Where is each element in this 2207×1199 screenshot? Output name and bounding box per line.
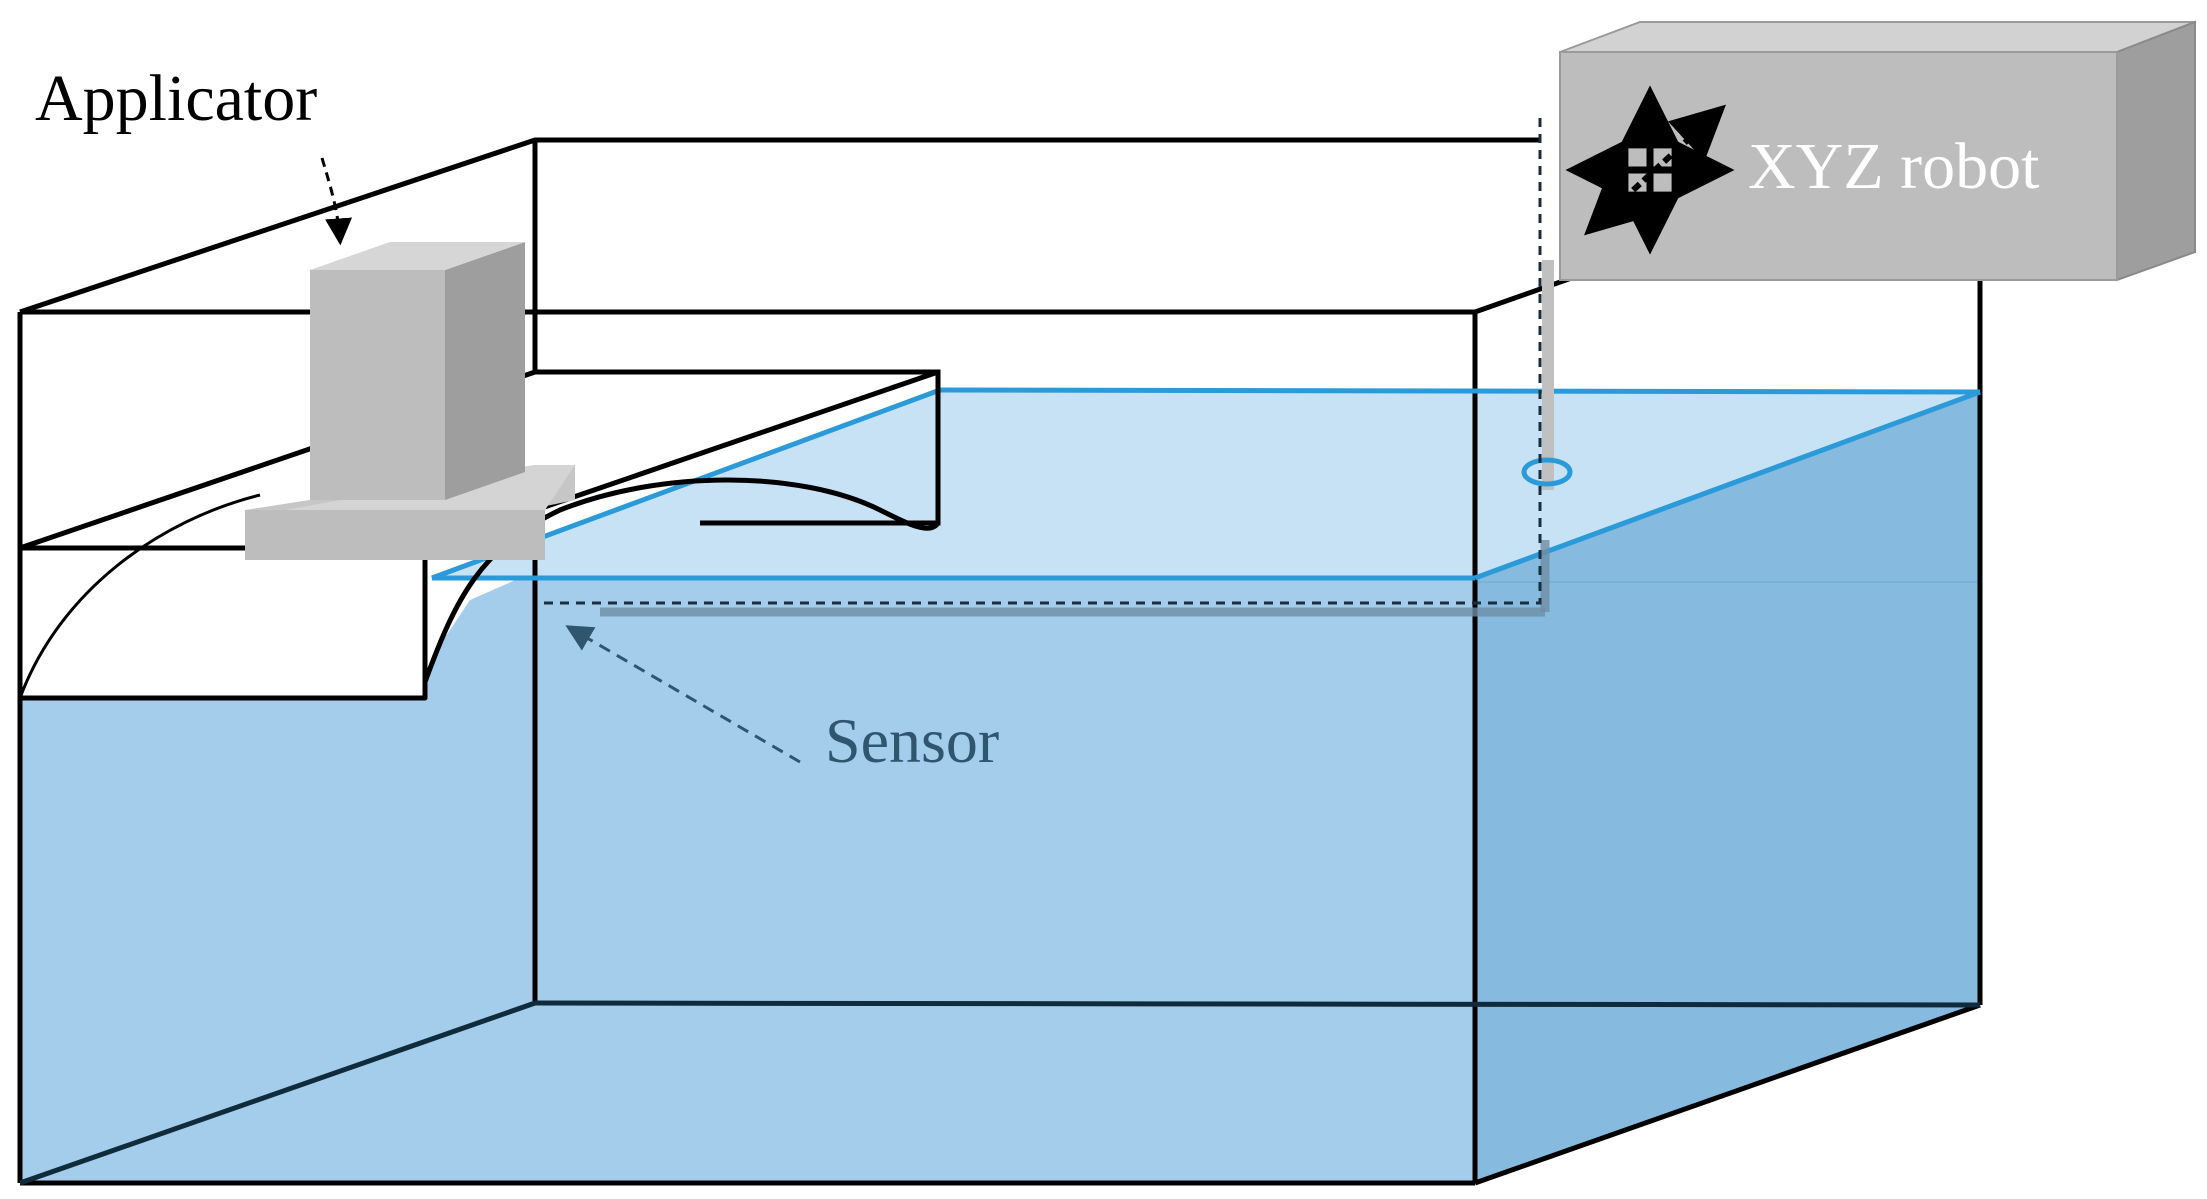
sensor-probe [540,118,1573,617]
water-tank [20,390,1980,1183]
sensor-ring-icon [1521,457,1573,487]
robot-label: XYZ robot [1748,130,2039,203]
water-front-face [20,578,1475,1183]
water-side-face [1475,392,1980,1183]
sensor-label: Sensor [825,705,999,776]
sensor-callout: Sensor [565,625,999,776]
applicator-device [245,242,575,560]
applicator-callout: Applicator [35,62,353,246]
tank-outline [17,137,1983,1186]
xyz-robot [1559,20,2196,282]
xyz-axes-arrows-icon [1565,85,1735,255]
applicator-label: Applicator [35,62,317,135]
